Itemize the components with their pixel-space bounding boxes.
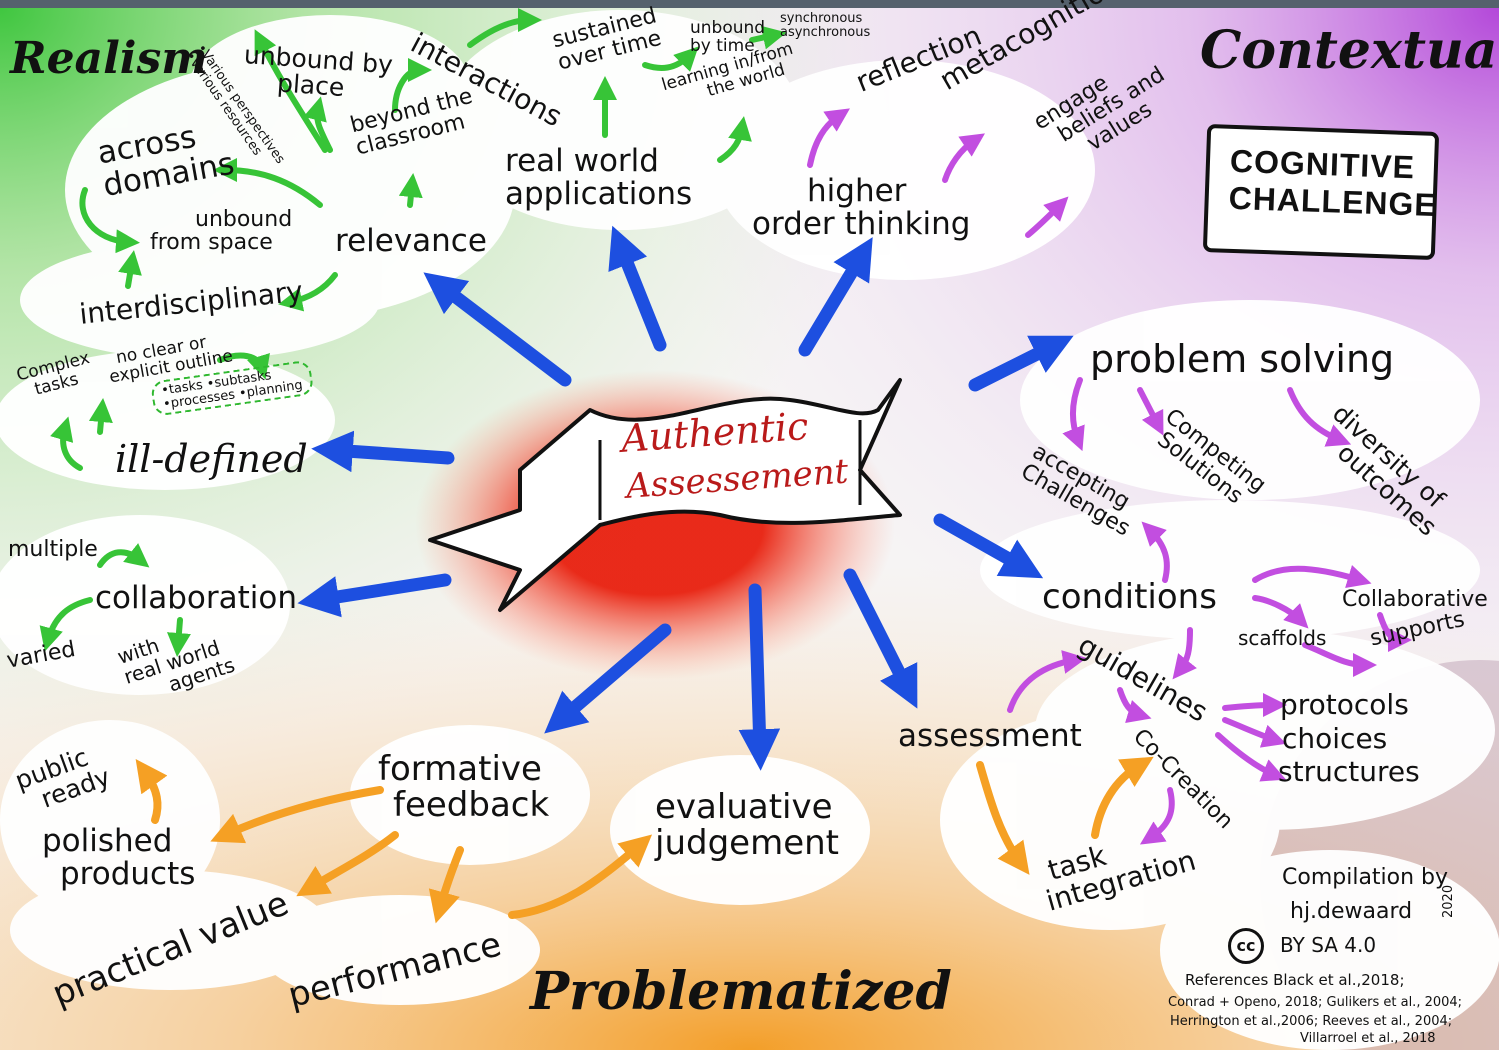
node-unbound-by-place: unbound by place	[241, 40, 394, 105]
node-rwa-line1: real world	[505, 143, 659, 179]
node-ill-defined: ill-defined	[115, 437, 308, 481]
cc-icon: cc	[1228, 928, 1264, 964]
contextual-header: Contextual	[1200, 20, 1499, 81]
node-choices: choices	[1282, 722, 1388, 755]
node-relevance: relevance	[335, 223, 487, 259]
node-unbound-by-time: unbound by time	[690, 18, 766, 56]
top-border	[0, 0, 1499, 8]
node-structures: structures	[1278, 755, 1420, 788]
node-sync-line1: synchronous	[780, 11, 863, 26]
credit-year: 2020	[1441, 884, 1456, 918]
node-evaluative-line2: judgement	[655, 822, 839, 863]
node-polished-products: polished products	[42, 825, 195, 890]
node-unbound-space-line2: from space	[150, 230, 273, 256]
node-collaboration: collaboration	[95, 580, 297, 616]
credit-compilation: Compilation by	[1282, 865, 1449, 890]
node-hot-line1: higher	[807, 173, 907, 209]
credit-ref-4: Villarroel et al., 2018	[1300, 1031, 1436, 1046]
node-collaborative: Collaborative	[1342, 587, 1488, 612]
node-higher-order-thinking: higher order thinking	[752, 175, 970, 240]
node-unbound-time-line2: by time	[690, 35, 755, 56]
credit-license: BY SA 4.0	[1280, 933, 1377, 957]
credit-references-line1: References Black et al.,2018;	[1185, 971, 1405, 989]
cognitive-challenge-box: COGNITIVE CHALLENGE	[1202, 123, 1440, 261]
node-formative-line1: formative	[378, 749, 542, 789]
credit-ref-1: Black et al.,2018;	[1273, 971, 1405, 989]
node-real-world-applications: real world applications	[505, 145, 692, 210]
node-multiple: multiple	[8, 537, 98, 562]
credit-author: hj.dewaard	[1290, 899, 1413, 924]
node-sync: synchronous asynchronous	[780, 12, 870, 39]
node-conditions: conditions	[1042, 577, 1217, 617]
node-unbound-time-line1: unbound	[690, 18, 766, 38]
node-unbound-from-space: unbound from space	[150, 208, 292, 254]
node-protocols: protocols	[1280, 688, 1409, 721]
realism-header: Realism	[10, 33, 208, 84]
credit-references-label: References	[1185, 971, 1269, 989]
node-hot-line2: order thinking	[752, 205, 971, 242]
node-scaffolds: scaffolds	[1238, 626, 1327, 650]
node-problem-solving: problem solving	[1090, 337, 1395, 381]
node-polished-line1: polished	[42, 823, 173, 859]
node-sync-line2: asynchronous	[780, 24, 871, 40]
node-evaluative-line1: evaluative	[655, 787, 833, 827]
credit-ref-3: Herrington et al.,2006; Reeves et al., 2…	[1170, 1014, 1453, 1029]
node-evaluative-judgement: evaluative judgement	[655, 787, 839, 863]
node-assessment: assessment	[898, 718, 1082, 754]
problematized-header: Problematized	[530, 961, 952, 1022]
cognitive-line2: CHALLENGE	[1228, 179, 1438, 224]
node-formative-line2: feedback	[393, 784, 550, 825]
credit-ref-2: Conrad + Openo, 2018; Gulikers et al., 2…	[1168, 995, 1463, 1010]
node-rwa-line2: applications	[505, 175, 693, 212]
node-polished-line2: products	[60, 855, 196, 892]
node-unbound-space-line1: unbound	[195, 207, 293, 232]
node-formative-feedback: formative feedback	[378, 749, 550, 825]
